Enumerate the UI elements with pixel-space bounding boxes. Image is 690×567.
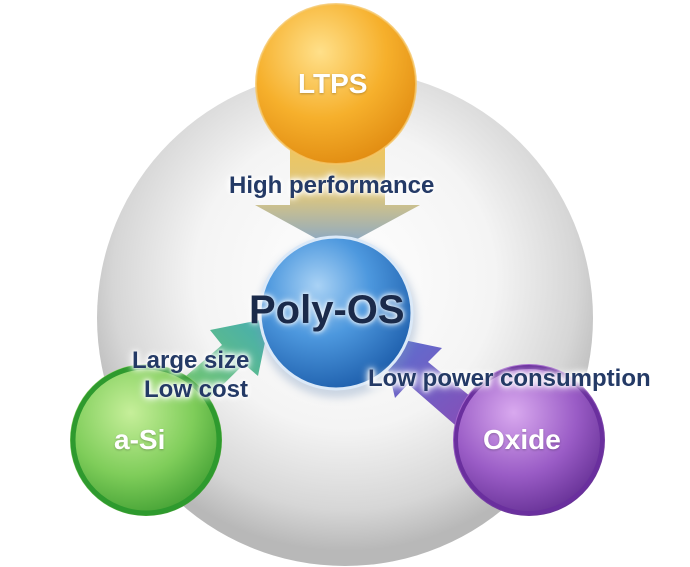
ltps-label: LTPS [298,68,368,99]
ltps-node [256,4,416,164]
ltps-arrow [255,130,420,250]
asi-arrow-label-line1: Large size [132,347,250,374]
ltps-arrow-label: High performance [229,172,435,199]
ltps-node-ring [255,3,417,165]
center-label: Poly-OS [249,288,405,332]
oxide-node [453,364,605,516]
asi-arrow-label-line2: Low cost [144,376,249,403]
center-node [258,235,414,391]
asi-label: a-Si [114,424,166,455]
oxide-node-ring [454,365,604,515]
asi-node-ring [70,364,222,516]
oxide-arrow-label: Low power consumption [368,365,651,392]
oxide-label: Oxide [483,424,561,455]
asi-node [70,364,222,516]
